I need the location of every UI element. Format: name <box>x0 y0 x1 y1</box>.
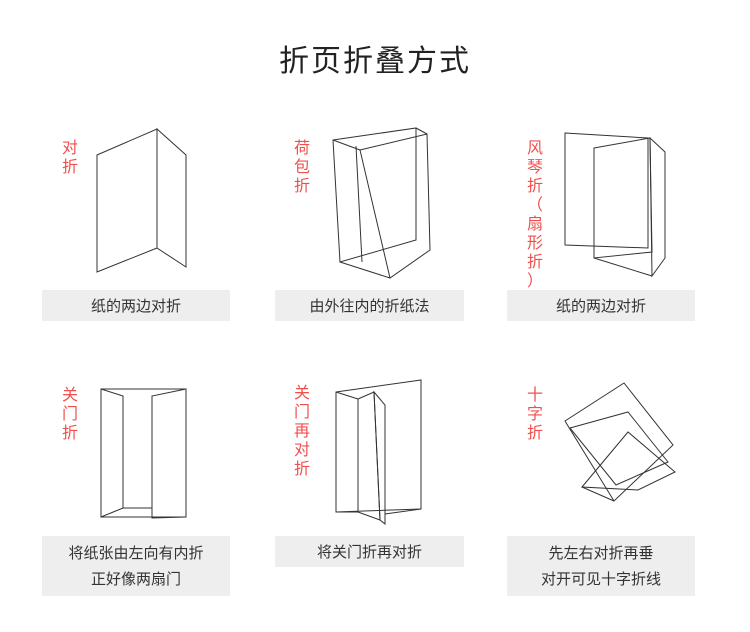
fold-label-double-gate: 关 门 再 对 折 <box>293 383 310 478</box>
fold-label-cross: 十 字 折 <box>526 385 543 442</box>
caption-double-gate-fold: 将关门折再对折 <box>275 536 464 567</box>
caption-half-fold: 纸的两边对折 <box>42 290 230 321</box>
caption-accordion-fold: 纸的两边对折 <box>507 290 695 321</box>
caption-pocket-fold: 由外往内的折纸法 <box>275 290 464 321</box>
fold-label-gate: 关 门 折 <box>61 385 78 442</box>
fold-label-half: 对 折 <box>61 138 78 176</box>
page-title: 折页折叠方式 <box>279 44 471 79</box>
caption-cross-fold: 先左右对折再垂 对开可见十字折线 <box>507 536 695 596</box>
fold-label-pocket: 荷 包 折 <box>293 138 310 195</box>
fold-label-accordion: 风 琴 折 （ 扇 形 折 ） <box>526 138 543 290</box>
caption-gate-fold: 将纸张由左向有内折 正好像两扇门 <box>42 536 230 596</box>
